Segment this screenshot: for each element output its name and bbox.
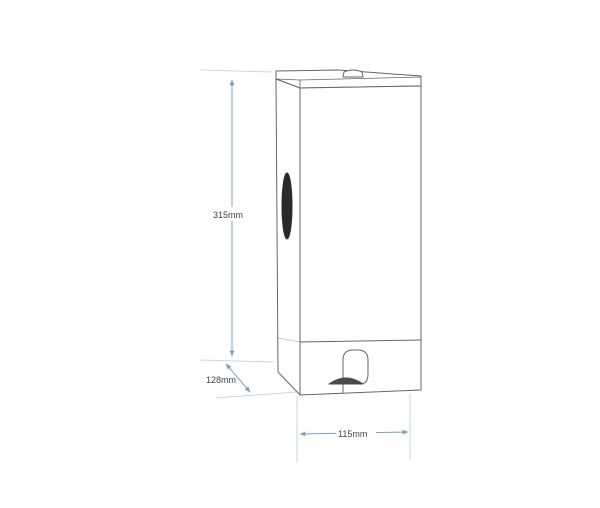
dimension-labels: 315mm 128mm 115mm: [206, 207, 376, 440]
width-label: 115mm: [338, 429, 367, 439]
depth-dimension-line: [225, 363, 251, 393]
top-extension-line: [199, 69, 273, 73]
depth-label: 128mm: [206, 375, 236, 385]
front-panel-divider: [299, 339, 422, 343]
bottom-extension-line: [199, 359, 275, 363]
toilet-roll-visible: [328, 377, 364, 385]
extension-lines: [199, 69, 411, 462]
dispenser-front-panel: [299, 85, 422, 396]
depth-lower-extension-line: [215, 391, 297, 399]
height-label: 315mm: [213, 210, 243, 220]
viewing-window: [281, 172, 293, 240]
lock-button-icon: [342, 69, 364, 78]
dispenser-body: [275, 69, 422, 396]
